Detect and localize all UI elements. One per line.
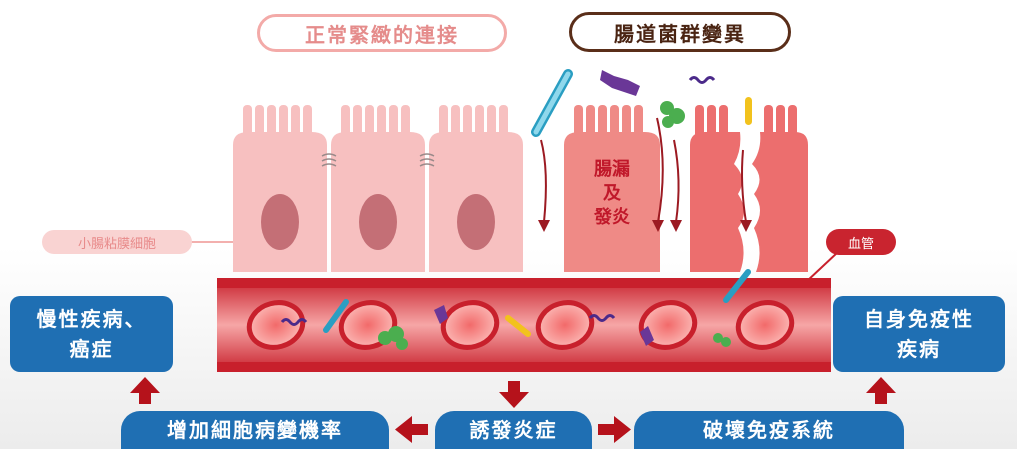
damaged-cells — [690, 105, 808, 272]
chronic-line-2: 癌症 — [37, 334, 147, 364]
leaky-gut-label: 腸漏 及 發炎 — [566, 158, 658, 230]
chronic-line-1: 慢性疾病、 — [37, 304, 147, 334]
microbe-purple — [600, 70, 640, 96]
autoimmune-line-1: 自身免疫性 — [864, 304, 974, 334]
healthy-cell-3 — [429, 105, 523, 272]
epithelial-cell-label: 小腸粘膜細胞 — [42, 230, 192, 254]
leaky-gut-line-1: 腸漏 — [566, 158, 658, 182]
leaky-gut-line-3: 發炎 — [566, 206, 658, 230]
healthy-cell-1 — [233, 105, 327, 272]
inflammation-box: 誘發炎症 — [435, 411, 592, 449]
dysbiosis-label: 腸道菌群變異 — [569, 12, 791, 52]
microbe-blue-rod — [536, 74, 568, 132]
autoimmune-disease-box: 自身免疫性 疾病 — [833, 296, 1005, 372]
vessel-label-connector — [806, 252, 838, 282]
microbe-green — [660, 101, 685, 128]
leaky-gut-line-2: 及 — [566, 182, 658, 206]
chronic-disease-box: 慢性疾病、 癌症 — [10, 296, 173, 372]
autoimmune-line-2: 疾病 — [864, 334, 974, 364]
immune-damage-box: 破壞免疫系統 — [634, 411, 904, 449]
microbe-spiral — [690, 78, 714, 83]
healthy-cell-2 — [331, 105, 425, 272]
normal-junction-label: 正常緊緻的連接 — [257, 14, 507, 52]
microbe-yellow — [745, 97, 752, 125]
cell-mutation-box: 增加細胞病變機率 — [121, 411, 389, 449]
blood-vessel-label: 血管 — [826, 229, 896, 255]
